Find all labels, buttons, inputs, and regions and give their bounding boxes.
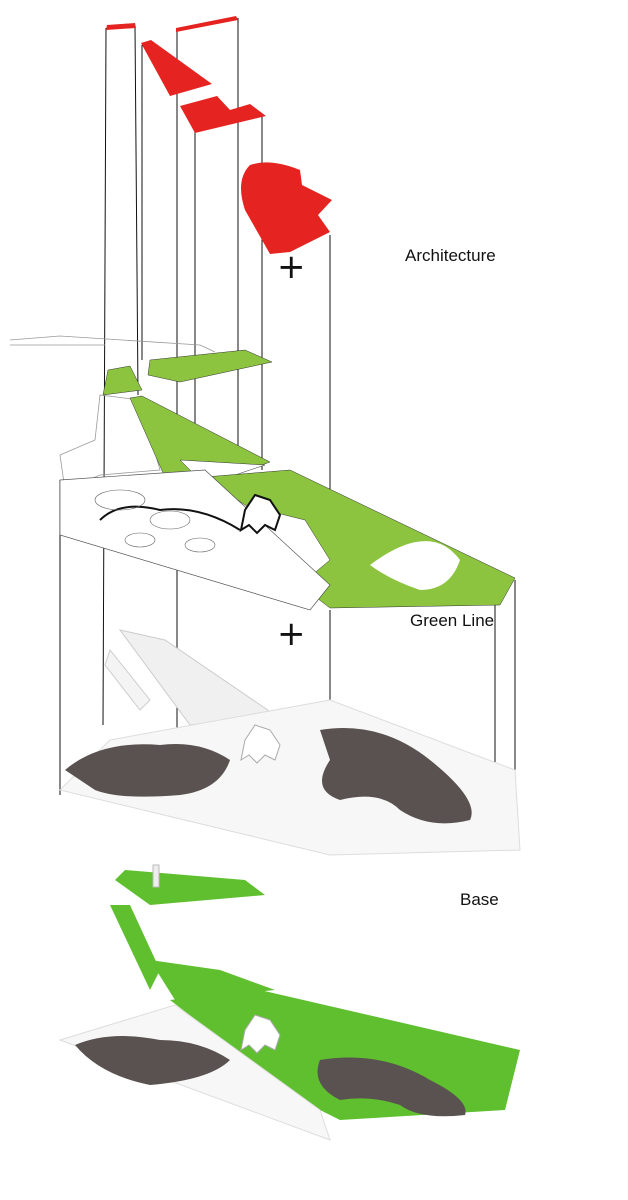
- plus-sign-1: +: [277, 247, 306, 287]
- architecture-layer: [106, 16, 332, 254]
- base-layer: [59, 629, 521, 856]
- composite-layer: [58, 864, 520, 1141]
- projection-lines: [59, 18, 516, 855]
- architecture-label: Architecture: [405, 246, 496, 265]
- base-label: Base: [460, 890, 499, 909]
- plus-sign-2: +: [277, 614, 306, 654]
- green-line-label: Green Line: [410, 611, 495, 630]
- green-line-layer: [9, 335, 516, 611]
